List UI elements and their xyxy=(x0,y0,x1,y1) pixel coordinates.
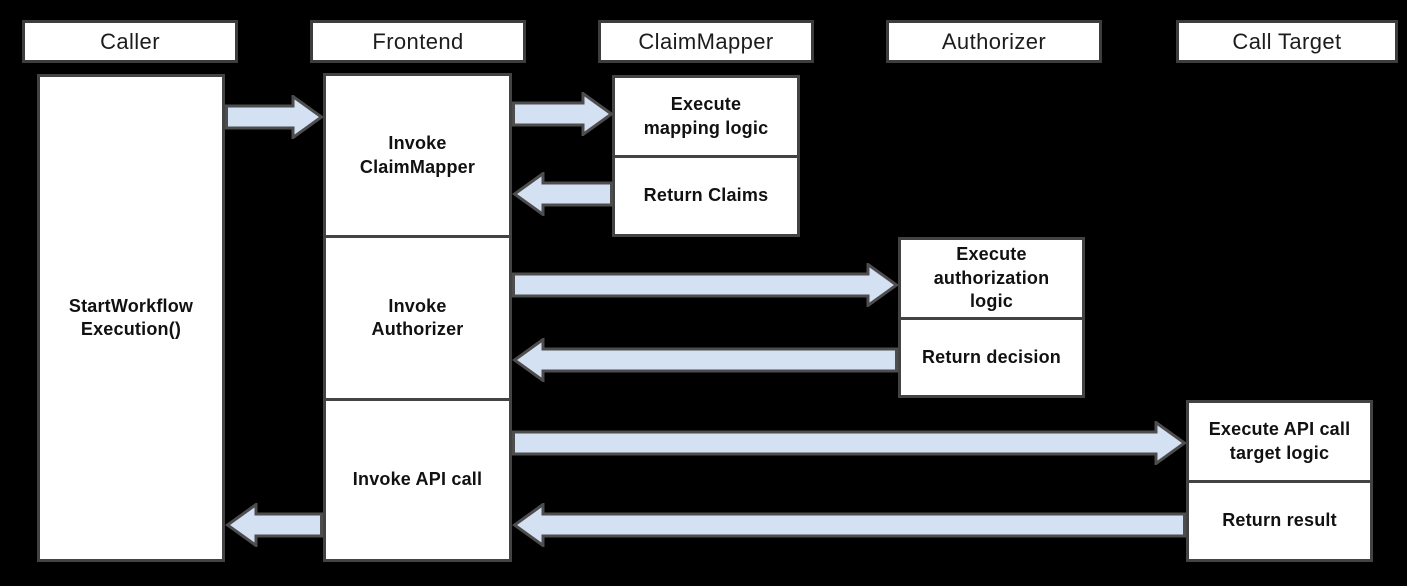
lifeline-header-call-target: Call Target xyxy=(1176,20,1398,63)
lifeline-header-claimmapper: ClaimMapper xyxy=(598,20,814,63)
arrow-authorizer-to-frontend xyxy=(512,338,898,382)
arrow-frontend-to-authorizer xyxy=(512,263,898,307)
activity-execute-authorization-logic: Execute authorization logic xyxy=(933,244,1050,312)
authorizer-activity-stack: Execute authorization logic Return decis… xyxy=(898,237,1085,398)
frontend-activity-stack: Invoke ClaimMapper Invoke Authorizer Inv… xyxy=(323,73,512,562)
arrow-caller-to-frontend xyxy=(225,95,323,139)
arrow-frontend-to-caller xyxy=(225,503,323,547)
call-target-activity-stack: Execute API call target logic Return res… xyxy=(1186,400,1373,562)
activity-invoke-api-call: Invoke API call xyxy=(326,398,509,559)
activity-execute-mapping-logic: Execute mapping logic xyxy=(643,94,769,138)
activity-invoke-claimmapper: Invoke ClaimMapper xyxy=(359,133,476,177)
arrow-frontend-to-call-target xyxy=(512,421,1186,465)
activity-start-workflow-execution: StartWorkflow Execution() xyxy=(37,74,225,562)
lifeline-header-authorizer: Authorizer xyxy=(886,20,1102,63)
activity-invoke-authorizer: Invoke Authorizer xyxy=(326,235,509,398)
activity-return-result: Return result xyxy=(1189,480,1370,559)
activity-return-claims: Return Claims xyxy=(615,155,797,234)
arrow-frontend-to-claimmapper xyxy=(512,92,613,136)
arrow-call-target-to-frontend xyxy=(512,503,1186,547)
lifeline-header-caller: Caller xyxy=(22,20,238,63)
activity-return-decision: Return decision xyxy=(901,317,1082,395)
claimmapper-activity-stack: Execute mapping logic Return Claims xyxy=(612,75,800,237)
activity-execute-api-call-target-logic: Execute API call target logic xyxy=(1208,419,1351,463)
arrow-claimmapper-to-frontend xyxy=(512,172,613,216)
lifeline-header-frontend: Frontend xyxy=(310,20,526,63)
